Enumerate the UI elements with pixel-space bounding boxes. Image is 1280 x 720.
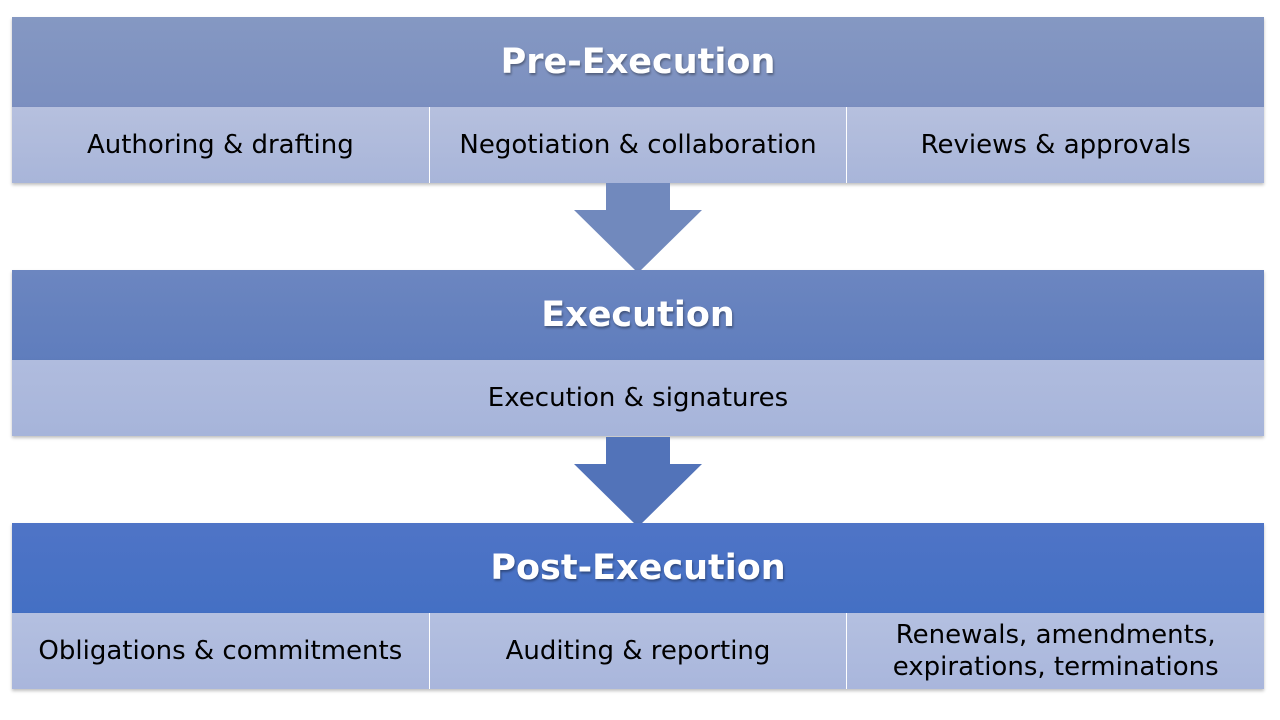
down-arrow-icon	[574, 183, 702, 273]
stage-pre-execution: Pre-Execution Authoring & drafting Negot…	[12, 17, 1265, 183]
stage-item-authoring: Authoring & drafting	[12, 107, 430, 183]
stage-items: Execution & signatures	[12, 360, 1264, 436]
down-arrow-icon	[574, 437, 702, 527]
stage-post-execution: Post-Execution Obligations & commitments…	[12, 523, 1265, 689]
stage-item-obligations: Obligations & commitments	[12, 613, 430, 689]
stage-item-signatures: Execution & signatures	[12, 360, 1264, 436]
stage-item-auditing: Auditing & reporting	[429, 613, 848, 689]
stage-item-negotiation: Negotiation & collaboration	[429, 107, 848, 183]
stage-title: Execution	[12, 270, 1264, 360]
stage-items: Obligations & commitments Auditing & rep…	[12, 613, 1265, 689]
stage-title: Post-Execution	[12, 523, 1264, 613]
stage-execution: Execution Execution & signatures	[12, 270, 1264, 436]
stage-item-reviews: Reviews & approvals	[847, 107, 1265, 183]
stage-item-renewals: Renewals, amendments, expirations, termi…	[847, 613, 1265, 689]
stage-items: Authoring & drafting Negotiation & colla…	[12, 107, 1265, 183]
stage-title: Pre-Execution	[12, 17, 1264, 107]
